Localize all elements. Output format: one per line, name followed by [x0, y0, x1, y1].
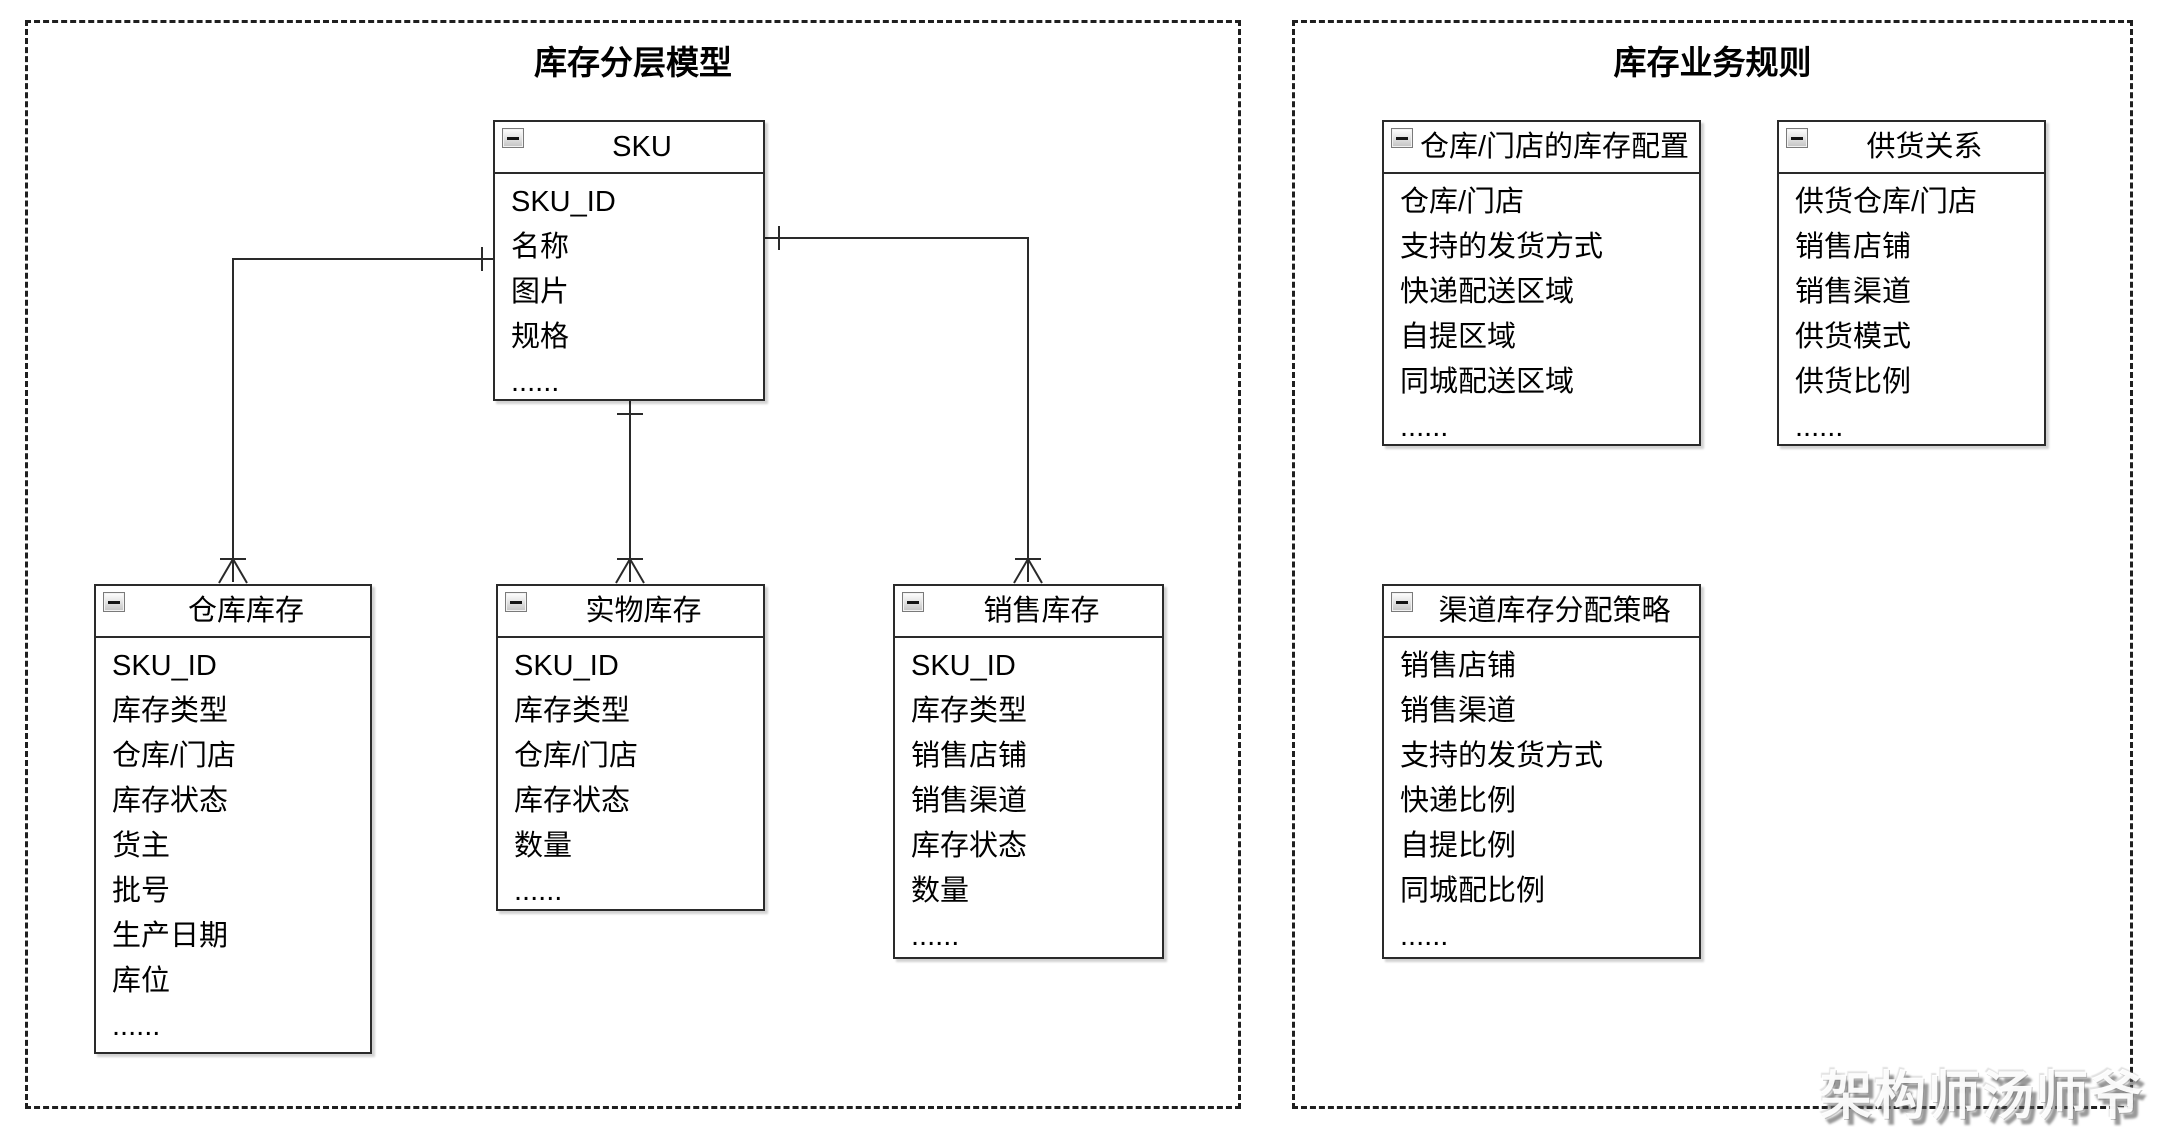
- collapse-minus-icon[interactable]: [502, 128, 524, 148]
- entity-field: ......: [112, 1010, 161, 1042]
- entity-field-list: 供货仓库/门店 销售店铺 销售渠道 供货模式 供货比例 ......: [1779, 174, 2044, 450]
- entity-field: 仓库/门店: [514, 740, 639, 772]
- entity-field: 销售店铺: [911, 740, 1028, 772]
- entity-field: ......: [511, 366, 560, 398]
- entity-field: SKU_ID: [514, 650, 619, 682]
- collapse-minus-icon[interactable]: [1391, 592, 1413, 612]
- entity-field: 销售渠道: [1795, 276, 1912, 308]
- entity-title: 仓库/门店的库存配置: [1419, 131, 1690, 163]
- minus-bar: [108, 601, 120, 604]
- entity-field-list: 仓库/门店 支持的发货方式 快递配送区域 自提区域 同城配送区域 ......: [1384, 174, 1699, 450]
- entity-title: SKU: [612, 131, 672, 163]
- entity-field-list: SKU_ID 库存类型 仓库/门店 库存状态 货主 批号 生产日期 库位 ...…: [96, 638, 370, 1049]
- entity-field: 支持的发货方式: [1400, 740, 1604, 772]
- entity-field: 库存状态: [514, 785, 631, 817]
- entity-field: 图片: [511, 276, 570, 308]
- entity-title: 供货关系: [1866, 131, 1983, 163]
- entity-field: 供货仓库/门店: [1795, 186, 1978, 218]
- watermark: 架构师汤师爷: [1819, 1068, 2144, 1126]
- entity-physical-inventory: 实物库存 SKU_ID 库存类型 仓库/门店 库存状态 数量 ......: [496, 584, 765, 911]
- entity-field: 同城配比例: [1400, 875, 1546, 907]
- minus-bar: [507, 137, 519, 140]
- entity-header: 仓库库存: [96, 586, 370, 638]
- entity-field: ......: [911, 920, 960, 952]
- entity-field: 支持的发货方式: [1400, 231, 1604, 263]
- minus-bar: [1396, 137, 1408, 140]
- entity-field-list: 销售店铺 销售渠道 支持的发货方式 快递比例 自提比例 同城配比例 ......: [1384, 638, 1699, 959]
- panel-inventory-layer-model: 库存分层模型: [25, 20, 1241, 1109]
- entity-field: 供货比例: [1795, 366, 1912, 398]
- entity-sales-inventory: 销售库存 SKU_ID 库存类型 销售店铺 销售渠道 库存状态 数量 .....…: [893, 584, 1164, 959]
- entity-field: 库存状态: [911, 830, 1028, 862]
- entity-field: 库位: [112, 965, 171, 997]
- entity-warehouse-store-inventory-config: 仓库/门店的库存配置 仓库/门店 支持的发货方式 快递配送区域 自提区域 同城配…: [1382, 120, 1701, 446]
- entity-field: SKU_ID: [112, 650, 217, 682]
- entity-header: 仓库/门店的库存配置: [1384, 122, 1699, 174]
- entity-field-list: SKU_ID 库存类型 销售店铺 销售渠道 库存状态 数量 ......: [895, 638, 1162, 959]
- entity-field: 快递配送区域: [1400, 276, 1575, 308]
- collapse-minus-icon[interactable]: [505, 592, 527, 612]
- panel-title-inventory-layer-model: 库存分层模型: [534, 44, 732, 81]
- entity-title: 销售库存: [983, 595, 1100, 627]
- entity-field: 仓库/门店: [1400, 186, 1525, 218]
- entity-title: 渠道库存分配策略: [1438, 595, 1671, 627]
- entity-title: 实物库存: [585, 595, 702, 627]
- minus-bar: [1396, 601, 1408, 604]
- entity-field: SKU_ID: [911, 650, 1016, 682]
- entity-header: 渠道库存分配策略: [1384, 586, 1699, 638]
- entity-field: 销售店铺: [1795, 231, 1912, 263]
- entity-field: 库存状态: [112, 785, 229, 817]
- entity-field: 销售店铺: [1400, 650, 1517, 682]
- entity-field: 库存类型: [911, 695, 1028, 727]
- entity-field: 供货模式: [1795, 321, 1912, 353]
- entity-field: 同城配送区域: [1400, 366, 1575, 398]
- entity-field: 货主: [112, 830, 171, 862]
- entity-warehouse-inventory: 仓库库存 SKU_ID 库存类型 仓库/门店 库存状态 货主 批号 生产日期 库…: [94, 584, 372, 1054]
- collapse-minus-icon[interactable]: [103, 592, 125, 612]
- entity-field: 快递比例: [1400, 785, 1517, 817]
- entity-field: ......: [1795, 411, 1844, 443]
- collapse-minus-icon[interactable]: [1786, 128, 1808, 148]
- panel-title-inventory-business-rules: 库存业务规则: [1613, 44, 1812, 81]
- entity-field: 库存类型: [112, 695, 229, 727]
- entity-field: 数量: [514, 830, 573, 862]
- entity-sku: SKU SKU_ID 名称 图片 规格 ......: [493, 120, 765, 401]
- entity-field-list: SKU_ID 库存类型 仓库/门店 库存状态 数量 ......: [498, 638, 763, 914]
- entity-field: 销售渠道: [1400, 695, 1517, 727]
- entity-field: ......: [514, 875, 563, 907]
- entity-field: ......: [1400, 920, 1449, 952]
- entity-title: 仓库库存: [187, 595, 304, 627]
- minus-bar: [907, 601, 919, 604]
- collapse-minus-icon[interactable]: [902, 592, 924, 612]
- entity-supply-relationship: 供货关系 供货仓库/门店 销售店铺 销售渠道 供货模式 供货比例 ......: [1777, 120, 2046, 446]
- minus-bar: [510, 601, 522, 604]
- entity-header: SKU: [495, 122, 763, 174]
- entity-field: 仓库/门店: [112, 740, 237, 772]
- entity-field: 批号: [112, 875, 171, 907]
- entity-field: 库存类型: [514, 695, 631, 727]
- collapse-minus-icon[interactable]: [1391, 128, 1413, 148]
- entity-field: 数量: [911, 875, 970, 907]
- entity-field-list: SKU_ID 名称 图片 规格 ......: [495, 174, 763, 405]
- entity-channel-inventory-allocation-strategy: 渠道库存分配策略 销售店铺 销售渠道 支持的发货方式 快递比例 自提比例 同城配…: [1382, 584, 1701, 959]
- panel-inventory-business-rules: 库存业务规则: [1292, 20, 2133, 1109]
- entity-header: 供货关系: [1779, 122, 2044, 174]
- minus-bar: [1791, 137, 1803, 140]
- entity-header: 销售库存: [895, 586, 1162, 638]
- entity-field: 销售渠道: [911, 785, 1028, 817]
- entity-field: ......: [1400, 411, 1449, 443]
- entity-field: 名称: [511, 231, 570, 263]
- entity-field: 自提区域: [1400, 321, 1517, 353]
- entity-field: 规格: [511, 321, 570, 353]
- entity-header: 实物库存: [498, 586, 763, 638]
- entity-field: SKU_ID: [511, 186, 616, 218]
- entity-field: 自提比例: [1400, 830, 1517, 862]
- entity-field: 生产日期: [112, 920, 229, 952]
